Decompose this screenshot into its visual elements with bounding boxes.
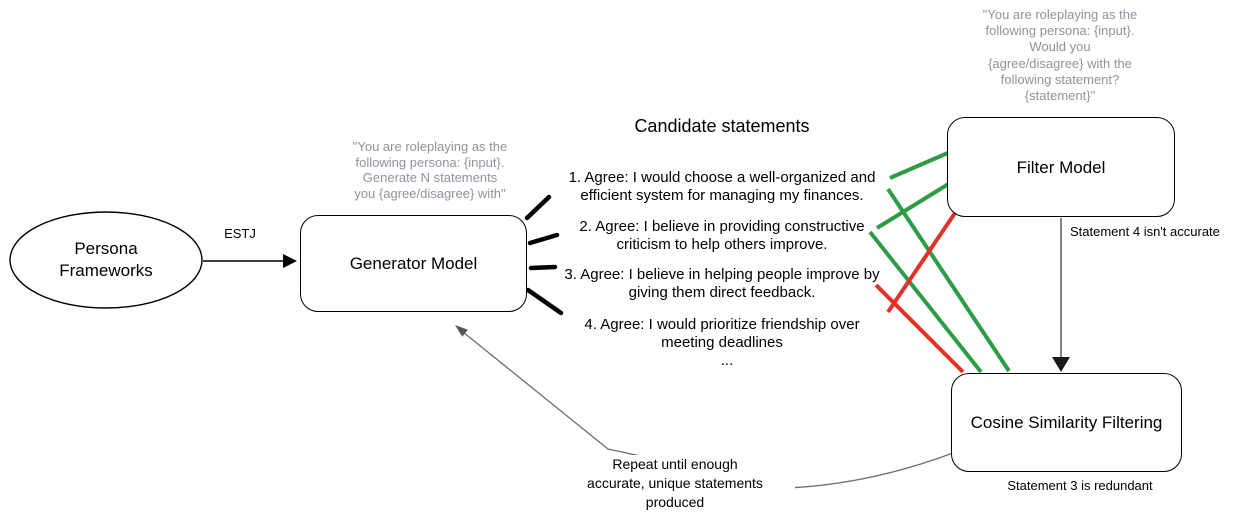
statement-item-3: 3. Agree: I believe in helping people im…: [564, 266, 880, 301]
filter-model-label: Filter Model: [1016, 157, 1106, 177]
filter-model-box: Filter Model: [947, 117, 1175, 217]
generator-prompt-text: "You are roleplaying as the following pe…: [352, 139, 508, 201]
filter-to-cosine-arrowhead-icon: [1052, 357, 1070, 372]
statement-item-4: 4. Agree: I would prioritize friendship …: [584, 316, 860, 351]
estj-arrowhead-icon: [283, 254, 297, 268]
filter-prompt-text: "You are roleplaying as the following pe…: [982, 7, 1138, 104]
statement-ellipsis: ...: [720, 352, 734, 369]
generator-fan-line-4: [525, 287, 564, 316]
estj-edge-label: ESTJ: [224, 226, 256, 241]
filter-note-label: Statement 4 isn't accurate: [1070, 224, 1220, 239]
reject-line-filter-to-stmt4: [886, 211, 957, 314]
statement-item-2: 2. Agree: I believe in providing constru…: [579, 218, 865, 253]
repeat-arrowhead-icon: [455, 325, 468, 337]
accept-line-stmt1-to-filter: [889, 150, 951, 180]
cosine-similarity-box: Cosine Similarity Filtering: [951, 373, 1182, 472]
repeat-loop-label: Repeat until enough accurate, unique sta…: [555, 455, 795, 512]
generator-fan-line-3: [528, 264, 558, 271]
persona-frameworks-label: Persona Frameworks: [59, 239, 153, 280]
candidate-statements-title: Candidate statements: [634, 116, 810, 136]
generator-model-label: Generator Model: [349, 254, 478, 273]
cosine-note-label: Statement 3 is redundant: [1007, 478, 1153, 493]
cosine-similarity-label: Cosine Similarity Filtering: [970, 413, 1163, 432]
accept-line-stmt1-to-cosine: [886, 187, 1011, 373]
statement-item-1: 1. Agree: I would choose a well-organize…: [568, 169, 876, 204]
reject-line-stmt3-to-cosine: [874, 283, 965, 374]
generator-fan-line-1: [524, 194, 552, 221]
generator-model-box: Generator Model: [300, 215, 527, 312]
accept-line-stmt2-to-cosine: [868, 230, 983, 374]
accept-line-stmt2-to-filter: [875, 181, 952, 230]
generator-fan-line-2: [527, 232, 560, 246]
persona-frameworks-ellipse: [9, 211, 203, 309]
